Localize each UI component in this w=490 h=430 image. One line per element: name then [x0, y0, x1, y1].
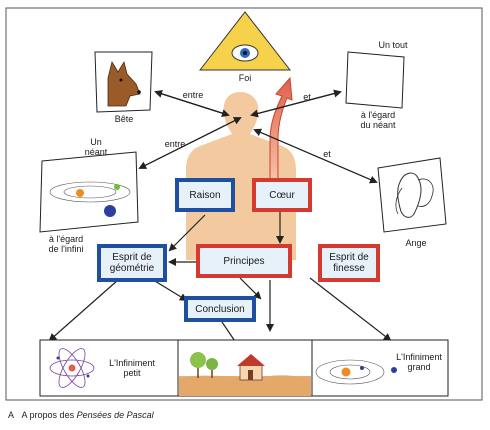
arrow-to-infiniment-petit	[48, 279, 119, 342]
caption-title: Pensées de Pascal	[76, 410, 154, 420]
coeur-to-foi-arrow	[269, 76, 293, 181]
arrow-principes-to-conclusion	[239, 277, 262, 300]
figure-caption: A A propos des Pensées de Pascal	[8, 410, 154, 420]
neant-solar-system-picture	[39, 151, 139, 233]
bete-dog-picture	[94, 51, 153, 113]
box-esprit-finesse: Esprit de finesse	[318, 244, 380, 282]
label-egard-infini: à l'égard de l'infini	[48, 234, 84, 254]
foi-eye-triangle	[198, 11, 292, 71]
arrow-raison-to-geometrie	[168, 214, 206, 252]
label-entre-2: entre	[164, 139, 186, 149]
arrow-tout-to-human	[250, 91, 341, 118]
box-coeur: Cœur	[252, 178, 312, 212]
label-et-1: et	[303, 92, 311, 102]
label-un-neant: Un néant	[84, 137, 108, 157]
atom-picture	[49, 348, 95, 388]
human-silhouette	[186, 92, 296, 260]
ange-picture	[377, 157, 447, 233]
connector-arrows	[48, 89, 392, 358]
caption-text: A propos des	[21, 410, 77, 420]
label-ange: Ange	[405, 238, 427, 248]
un-tout-frame	[345, 51, 405, 109]
caption-letter: A	[8, 410, 15, 420]
solar-system-grand-picture	[315, 359, 397, 385]
label-entre-1: entre	[182, 90, 204, 100]
arrow-ange-to-human	[253, 128, 377, 183]
landscape-picture	[179, 352, 311, 396]
label-un-tout: Un tout	[378, 40, 408, 50]
outer-frame	[5, 7, 483, 401]
label-foi: Foi	[238, 73, 252, 83]
arrow-to-infiniment-grand	[309, 277, 392, 342]
box-principes: Principes	[196, 244, 292, 278]
box-esprit-geometrie: Esprit de géométrie	[97, 244, 167, 282]
arrow-bete-to-human	[155, 91, 230, 117]
label-et-2: et	[323, 149, 331, 159]
arrow-neant-to-human	[139, 117, 242, 169]
label-infiniment-petit: L'Infiniment petit	[109, 358, 155, 378]
label-bete: Bête	[114, 114, 134, 124]
box-raison: Raison	[175, 178, 235, 212]
box-conclusion: Conclusion	[184, 296, 256, 322]
label-infiniment-grand: L'Infiniment grand	[396, 352, 442, 372]
label-egard-neant: à l'égard du néant	[360, 110, 396, 130]
